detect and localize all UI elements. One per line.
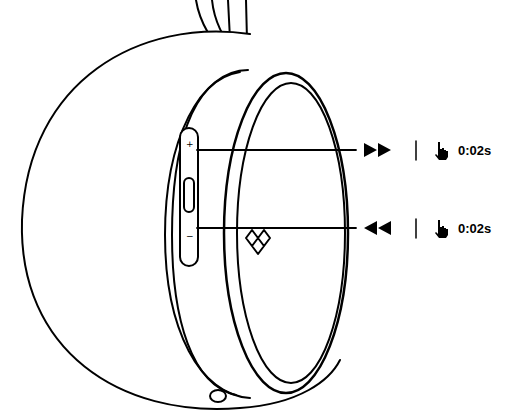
leader-line: [197, 227, 356, 229]
ear-plate-inner: [237, 83, 345, 383]
plus-mark: +: [186, 140, 194, 149]
hold-icon: [435, 142, 448, 238]
ear-plate: [224, 73, 348, 393]
minus-mark: −: [186, 232, 194, 241]
audio-jack: [210, 390, 226, 402]
multi-button: [184, 178, 194, 212]
separator: [415, 219, 417, 238]
separator: [415, 141, 417, 160]
leader-line: [197, 149, 356, 151]
hold-duration: 0:02s: [458, 222, 491, 235]
volume-button: [180, 128, 198, 266]
back-symbol: [364, 221, 391, 235]
brand-logo: [246, 230, 270, 254]
forward-symbol: [364, 143, 391, 157]
hold-duration: 0:02s: [458, 144, 491, 157]
